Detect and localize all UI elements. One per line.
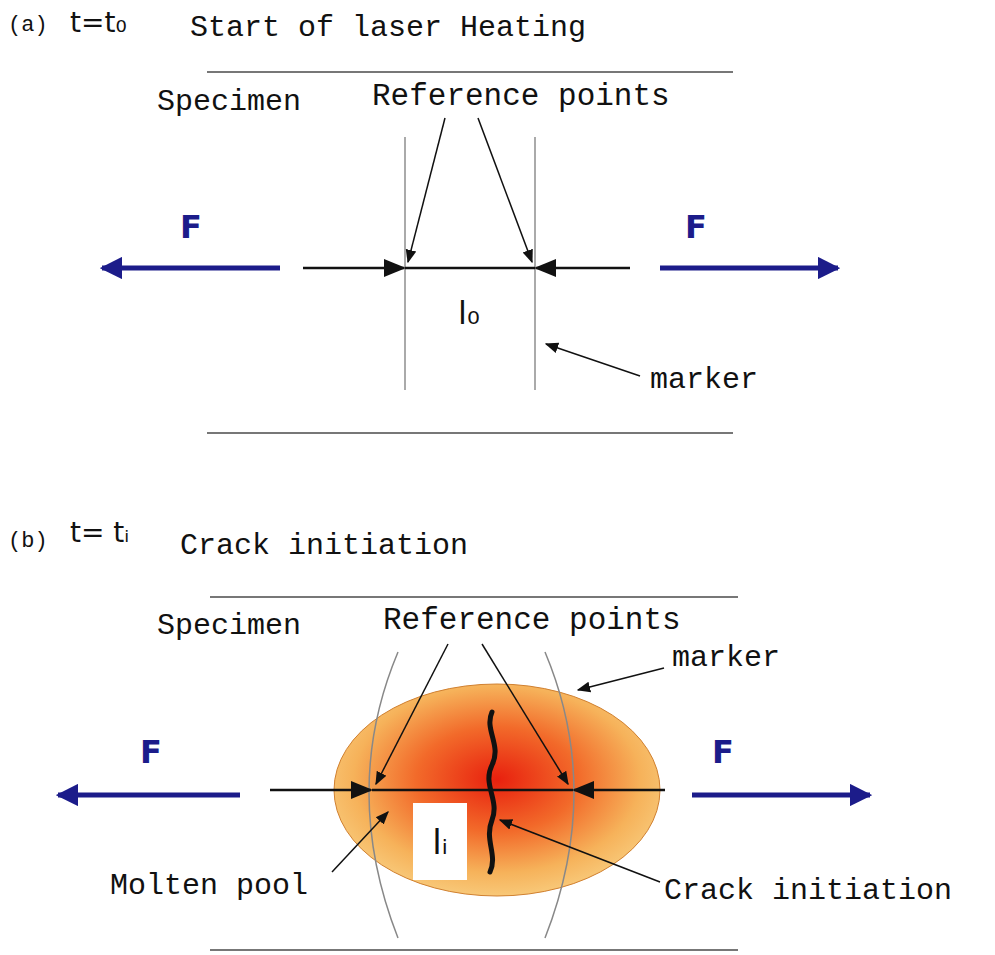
part-label: Specimen (157, 610, 301, 643)
leader-line (578, 668, 664, 690)
part-label: Molten pool (110, 870, 308, 903)
force-arrow (660, 266, 838, 271)
specimen-edge (207, 71, 733, 73)
time-label: t=t₀ (70, 8, 127, 39)
panel-letter: (a) (8, 14, 48, 38)
length-box: lᵢ (413, 803, 467, 880)
part-label: Reference points (383, 604, 681, 638)
gauge-length (372, 789, 573, 792)
force-label: F (180, 210, 202, 245)
pointer-arrow (270, 789, 371, 792)
panel-letter: (b) (8, 530, 48, 554)
leader-line (376, 644, 448, 784)
marker-line (534, 137, 536, 390)
force-label: F (685, 210, 707, 245)
marker-line (545, 652, 574, 938)
specimen-edge (207, 432, 733, 434)
part-label: Crack initiation (664, 875, 952, 908)
part-label: Reference points (372, 80, 670, 114)
panel-caption: Crack initiation (180, 530, 468, 563)
force-label: F (712, 735, 734, 770)
force-arrow (58, 793, 240, 798)
pointer-arrow (536, 267, 630, 270)
length-label: l₀ (458, 296, 480, 331)
specimen-edge (210, 596, 738, 598)
force-label: F (140, 735, 162, 770)
gauge-length (405, 267, 535, 270)
part-label: marker (672, 642, 780, 675)
leader-line (546, 344, 640, 376)
leader-line (408, 118, 445, 262)
panel-a (102, 72, 838, 433)
pointer-arrow (574, 789, 665, 792)
panel-caption: Start of laser Heating (190, 12, 586, 45)
crack (489, 712, 495, 872)
marker-line (404, 137, 406, 390)
leader-line (332, 812, 388, 872)
part-label: Specimen (157, 86, 301, 119)
part-label: marker (650, 364, 758, 397)
leader-line (478, 118, 532, 262)
leader-line (482, 644, 568, 784)
marker-line (369, 652, 398, 938)
force-arrow (102, 266, 280, 271)
length-label: lᵢ (432, 822, 448, 862)
time-label: t= tᵢ (70, 518, 129, 549)
pointer-arrow (303, 267, 404, 270)
leader-line (500, 820, 660, 882)
specimen-edge (210, 949, 738, 951)
force-arrow (692, 793, 870, 798)
